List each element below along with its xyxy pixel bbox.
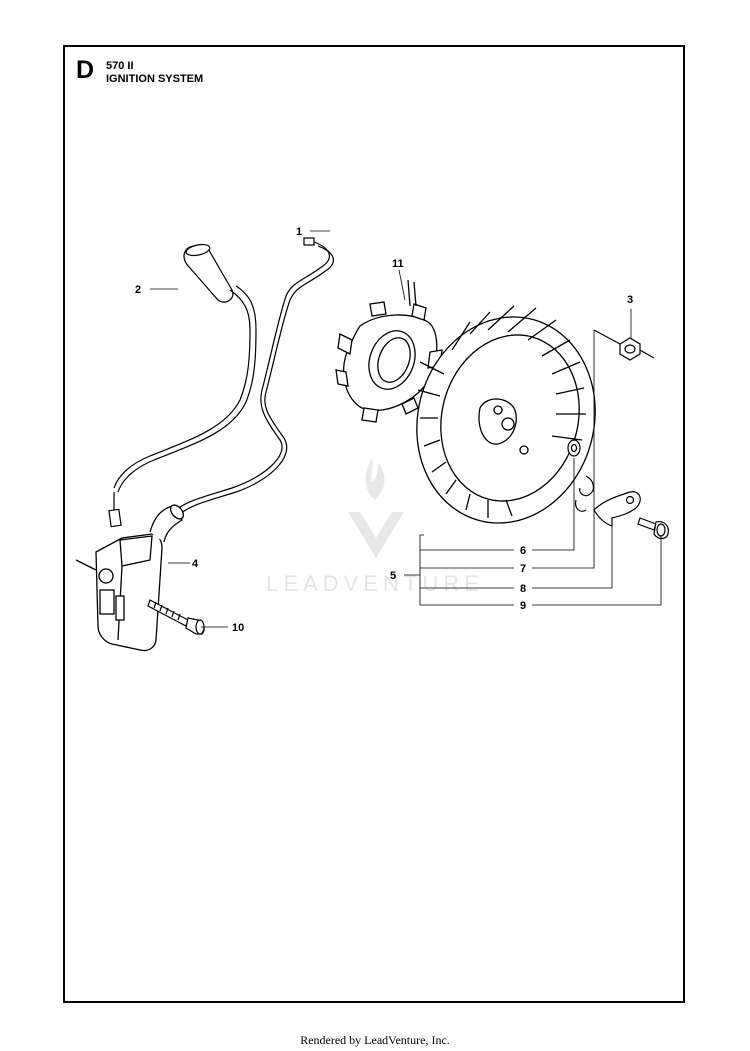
callout-1: 1 (296, 226, 302, 238)
leader-lines (150, 230, 662, 628)
footer-credit: Rendered by LeadVenture, Inc. (300, 1033, 450, 1047)
watermark-text: LEADVENTURE (266, 571, 484, 596)
part-4-ignition-module (75, 504, 185, 652)
part-2-spark-plug-boot (108, 243, 257, 528)
callout-6: 6 (520, 545, 526, 557)
model-name: 570 II (106, 60, 134, 72)
part-11-stator-ring (335, 279, 443, 423)
diagram-frame (63, 45, 685, 1003)
section-letter: D (76, 56, 95, 84)
callout-3: 3 (627, 294, 633, 306)
section-title: IGNITION SYSTEM (106, 73, 204, 85)
part-7-spring (575, 475, 595, 512)
callout-8: 8 (520, 583, 526, 595)
callout-4: 4 (192, 558, 199, 570)
callout-9: 9 (520, 600, 526, 612)
part-1-wire (175, 237, 334, 515)
callout-10: 10 (232, 622, 244, 634)
part-5-flywheel (416, 305, 596, 524)
part-10-screw (147, 599, 205, 635)
part-3-nut (593, 329, 655, 361)
callout-11: 11 (392, 258, 404, 270)
callout-2: 2 (135, 284, 141, 296)
part-9-screw (637, 517, 669, 540)
watermark-logo: LEADVENTURE (266, 458, 484, 596)
callout-7: 7 (520, 563, 526, 575)
callout-5: 5 (390, 570, 396, 582)
part-6-washer (567, 439, 581, 457)
part-8-pawl (593, 491, 641, 527)
